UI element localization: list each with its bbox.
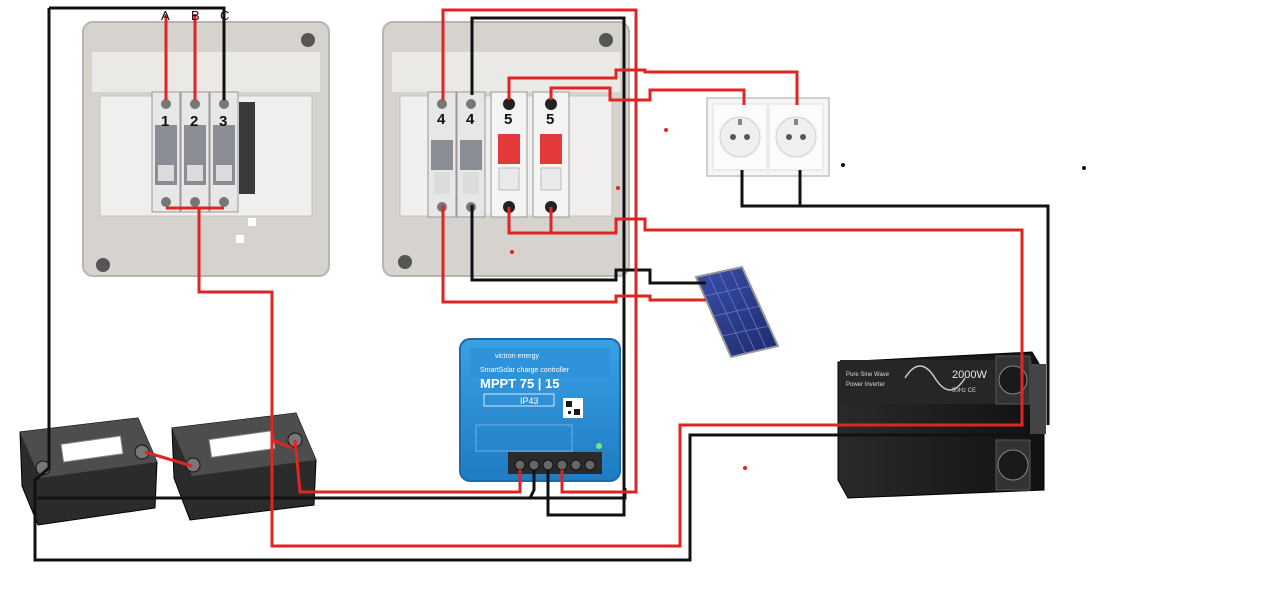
breaker-number-5a: 5: [504, 111, 512, 128]
breaker-number-2: 2: [190, 113, 198, 130]
breaker-icon: [427, 91, 457, 218]
breaker-number-4b: 4: [466, 111, 475, 128]
battery-icon: [19, 417, 158, 526]
double-socket-icon: [706, 97, 830, 177]
breaker-icon: [180, 91, 210, 213]
breaker-group-1: [151, 91, 239, 213]
charge-controller-icon: [459, 338, 621, 482]
breaker-number-4a: 4: [437, 111, 446, 128]
breaker-icon: [209, 91, 239, 213]
solar-panel-icon: [694, 265, 780, 359]
breaker-icon: [532, 91, 570, 218]
controller-brand: victron energy: [495, 353, 539, 360]
phase-label-a: A: [161, 8, 170, 23]
inverter-line2: Power Inverter: [846, 382, 885, 388]
phase-label-c: C: [220, 8, 229, 23]
inverter-note: 50Hz CE: [952, 388, 976, 394]
inverter-icon: [837, 351, 1046, 499]
breaker-group-2: [427, 91, 570, 218]
controller-ip-rating: IP43: [520, 396, 539, 406]
battery-icon: [171, 412, 317, 521]
controller-subtitle: SmartSolar charge controller: [480, 367, 570, 374]
breaker-icon: [456, 91, 486, 218]
breaker-number-1: 1: [161, 113, 169, 130]
breaker-icon: [490, 91, 528, 218]
controller-model: MPPT 75 | 15: [480, 376, 560, 391]
positive-wiring: [144, 8, 1024, 548]
phase-label-b: B: [191, 8, 200, 23]
inverter-line1: Pure Sine Wave: [846, 372, 890, 378]
breaker-icon: [151, 91, 181, 213]
inverter-power: 2000W: [952, 369, 987, 381]
breaker-number-5b: 5: [546, 111, 554, 128]
breaker-number-3: 3: [219, 113, 227, 130]
